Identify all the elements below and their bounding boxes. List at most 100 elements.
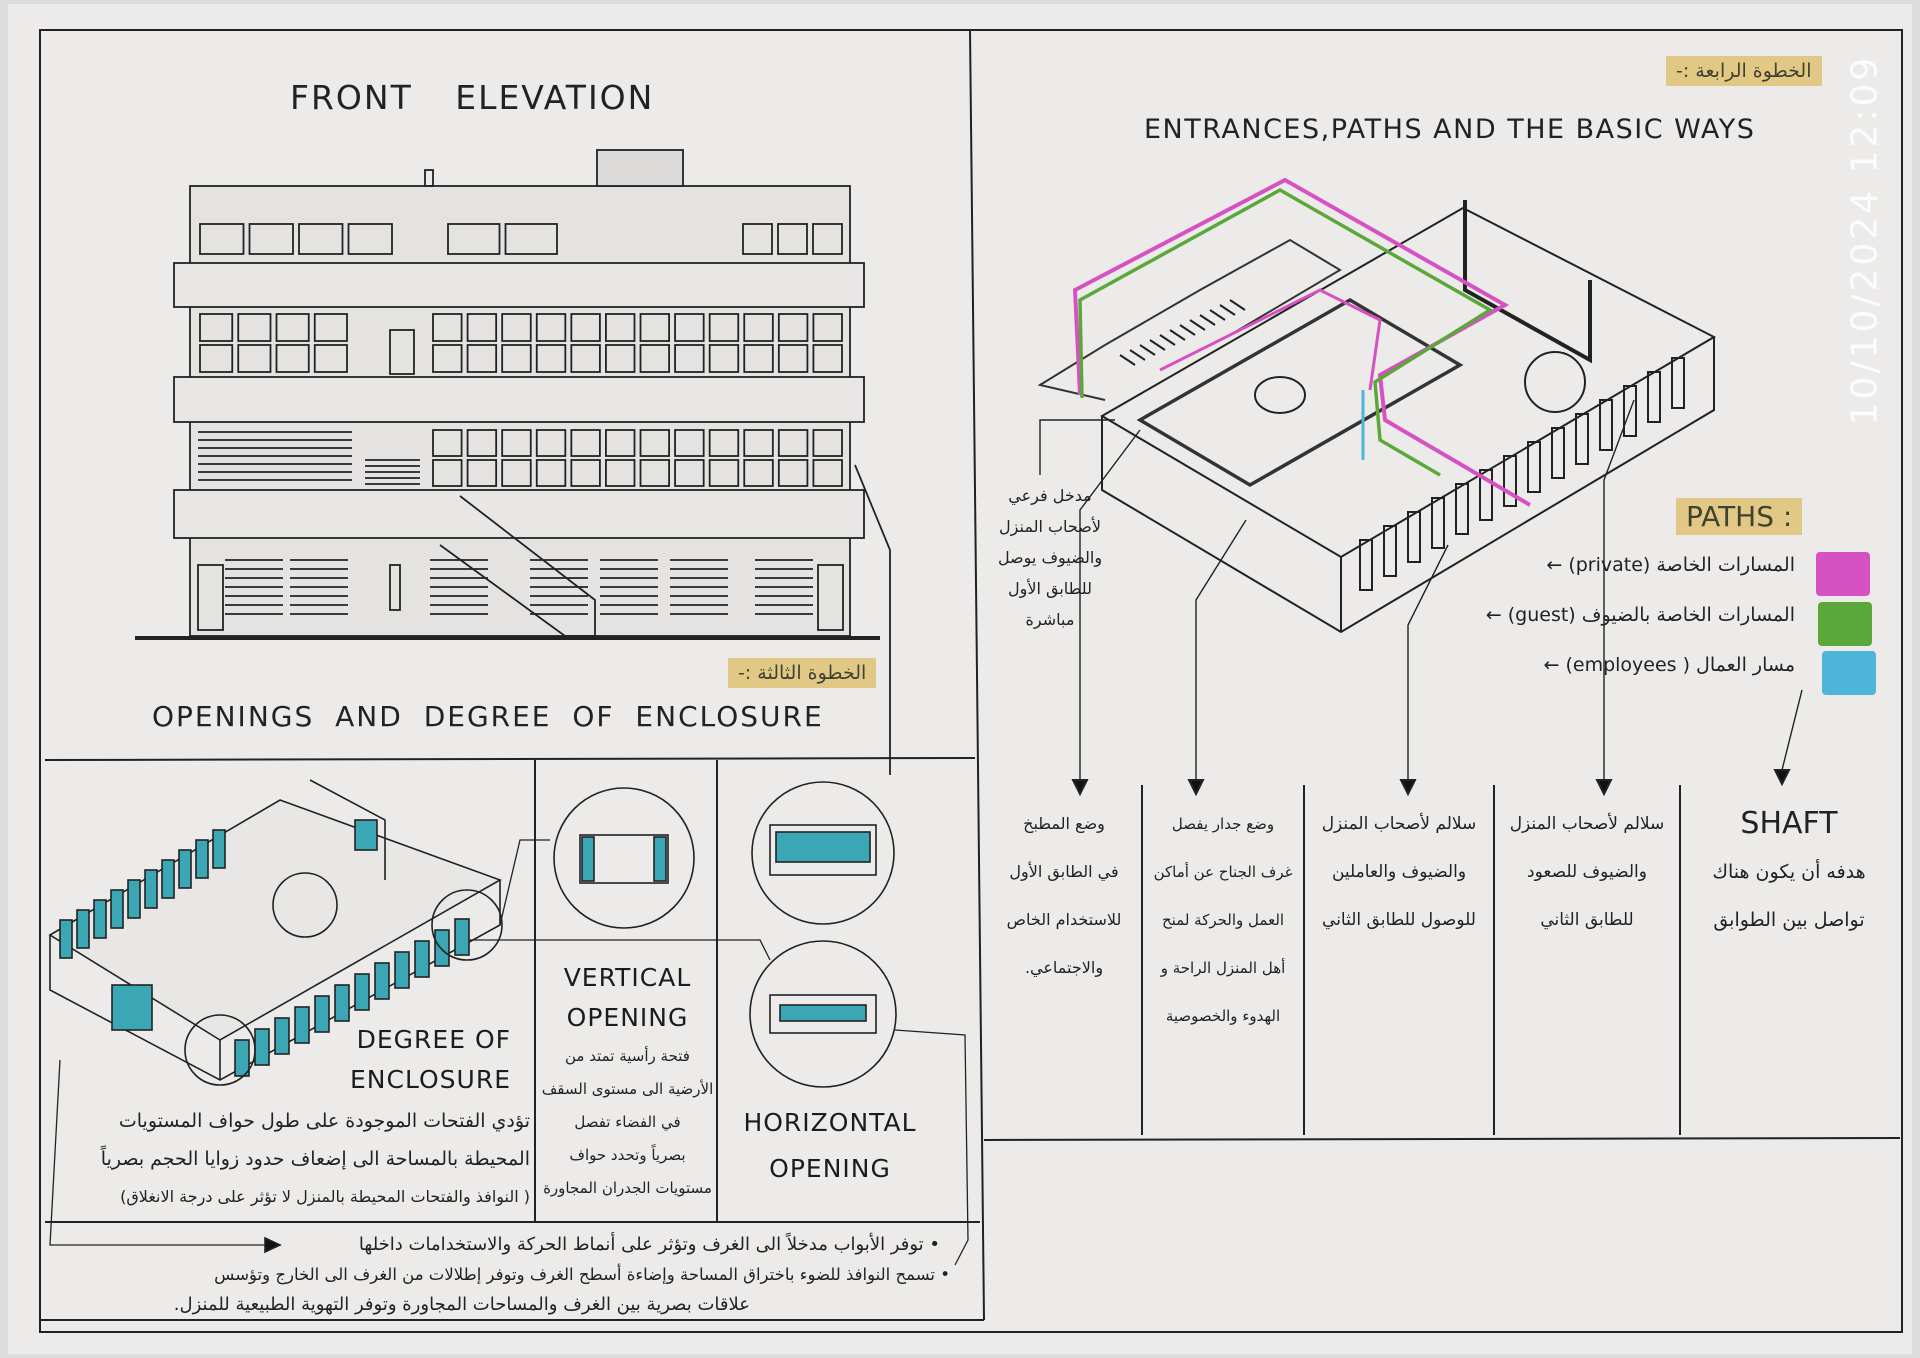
cell-line: تواصل بين الطوابق: [1713, 909, 1865, 931]
plan-window-bay: [1575, 413, 1589, 465]
glass-panel: [59, 919, 73, 959]
plan-window-bay: [1527, 441, 1541, 493]
glass-panel: [127, 879, 141, 919]
window: [812, 223, 843, 255]
openings-section-title: OPENINGS AND DEGREE OF ENCLOSURE: [152, 700, 824, 733]
floor-band: [173, 489, 865, 539]
window: [432, 429, 463, 457]
timestamp-watermark: 10/10/2024 12:09: [1835, 55, 1895, 426]
horizontal-opening-circle: [751, 781, 895, 925]
step-four-label: الخطوة الرابعة :-: [1666, 56, 1822, 86]
left-section-divider: [44, 757, 976, 761]
cell-line: سلالم لأصحاب المنزل: [1321, 814, 1477, 834]
arrow-down-icon: [1595, 779, 1613, 797]
plan-upper-walls: [1463, 200, 1592, 364]
roof-structure: [596, 149, 684, 187]
cell-line: غرف الجناح عن أماكن: [1153, 863, 1293, 881]
shaft-title: SHAFT: [1740, 806, 1838, 841]
detail-circle: [431, 889, 503, 961]
employees-color-swatch: [1822, 651, 1876, 695]
plan-window-bay: [1431, 497, 1445, 549]
stair-tread: [1119, 354, 1136, 366]
window: [674, 313, 705, 342]
window: [570, 429, 601, 457]
glass-panel: [314, 995, 330, 1033]
leader-line: [1603, 399, 1635, 780]
plan-window-bay: [1383, 525, 1397, 577]
window: [777, 429, 809, 457]
cell-line: هدفه أن يكون هناك: [1712, 861, 1866, 883]
stair-tread: [1219, 304, 1236, 316]
window: [742, 223, 773, 255]
vertical-opening-circle: [553, 787, 695, 929]
secondary-entrance-note: مدخل فرعي لأصحاب المنزل والضيوف يوصل للط…: [975, 480, 1125, 635]
floor-band: [173, 376, 865, 423]
door: [817, 564, 844, 631]
window: [674, 459, 705, 487]
glass-panel: [178, 849, 192, 889]
glass-panel: [334, 984, 350, 1022]
leader-line: [854, 464, 891, 775]
window: [570, 459, 601, 487]
window: [501, 429, 532, 457]
stair-tread: [1149, 339, 1166, 351]
cell-line: في الطابق الأول: [1009, 862, 1119, 881]
window: [743, 429, 774, 457]
table-cell-shaft: SHAFT هدفه أن يكون هناك تواصل بين الطواب…: [1682, 800, 1896, 944]
note-windows: • تسمح النوافذ للضوء باختراق المساحة وإض…: [214, 1265, 950, 1284]
plan-window-bay: [1407, 511, 1421, 563]
window: [743, 313, 774, 342]
front-elevation-title: FRONT ELEVATION: [290, 78, 655, 117]
vertical-glass: [653, 836, 667, 882]
vertical-text-line: في الفضاء تفصل: [574, 1113, 681, 1131]
degree-of-enclosure-title: DEGREE OF ENCLOSURE: [350, 1020, 511, 1100]
vertical-text-line: الأرضية الى مستوى السقف: [541, 1080, 714, 1098]
plan-window-bay: [1647, 371, 1661, 423]
window: [708, 344, 740, 373]
window: [466, 429, 498, 457]
table-bottom: [983, 1137, 1901, 1141]
cell-line: وضع المطبخ: [1023, 814, 1105, 833]
plan-window-bay: [1503, 455, 1517, 507]
table-cell-wall: وضع جدار يفصل غرف الجناح عن أماكن العمل …: [1144, 800, 1302, 1040]
glass-panel: [93, 899, 107, 939]
legend-label: المسارات الخاصة بالضيوف (guest): [1507, 604, 1795, 626]
guest-path: [1078, 187, 1494, 477]
vertical-title-line2: OPENING: [566, 1003, 689, 1032]
window: [570, 313, 601, 342]
step-three-label: الخطوة الثالثة :-: [728, 658, 877, 688]
legend-label: المسارات الخاصة (private): [1568, 554, 1795, 576]
window: [466, 459, 498, 487]
watermark-text: 10/10/2024 12:09: [1844, 54, 1886, 426]
plan-window-bay: [1599, 399, 1613, 451]
detail-circle: [184, 1014, 256, 1086]
window: [674, 344, 705, 373]
door: [389, 329, 415, 375]
window: [535, 313, 567, 342]
horizontal-title-line1: HORIZONTAL: [743, 1108, 917, 1137]
arrow-down-icon: [1399, 779, 1417, 797]
cell-line: والضيوف والعاملين: [1331, 862, 1467, 882]
leader-line: [49, 1059, 265, 1246]
plan-slab-sides: [1101, 337, 1715, 634]
plan-window-bay: [1455, 483, 1469, 535]
glass-panel: [374, 962, 390, 1000]
window: [313, 344, 348, 373]
window: [708, 429, 740, 457]
window: [639, 344, 670, 373]
exterior-stair: [439, 495, 596, 637]
degree-title-line1: DEGREE OF: [356, 1025, 512, 1054]
horizontal-opening-title: HORIZONTAL OPENING: [725, 1100, 935, 1192]
panel-divider: [969, 29, 985, 1321]
leader-line: [1079, 429, 1141, 780]
curved-wall: [1254, 376, 1306, 414]
glass-panel: [454, 918, 470, 956]
glass-panel: [195, 839, 209, 879]
spiral-stair-circle: [1524, 351, 1586, 413]
vertical-opening-wall: [579, 834, 669, 884]
window: [777, 223, 808, 255]
window: [777, 344, 809, 373]
window: [466, 313, 498, 342]
window: [639, 429, 670, 457]
window: [501, 344, 532, 373]
